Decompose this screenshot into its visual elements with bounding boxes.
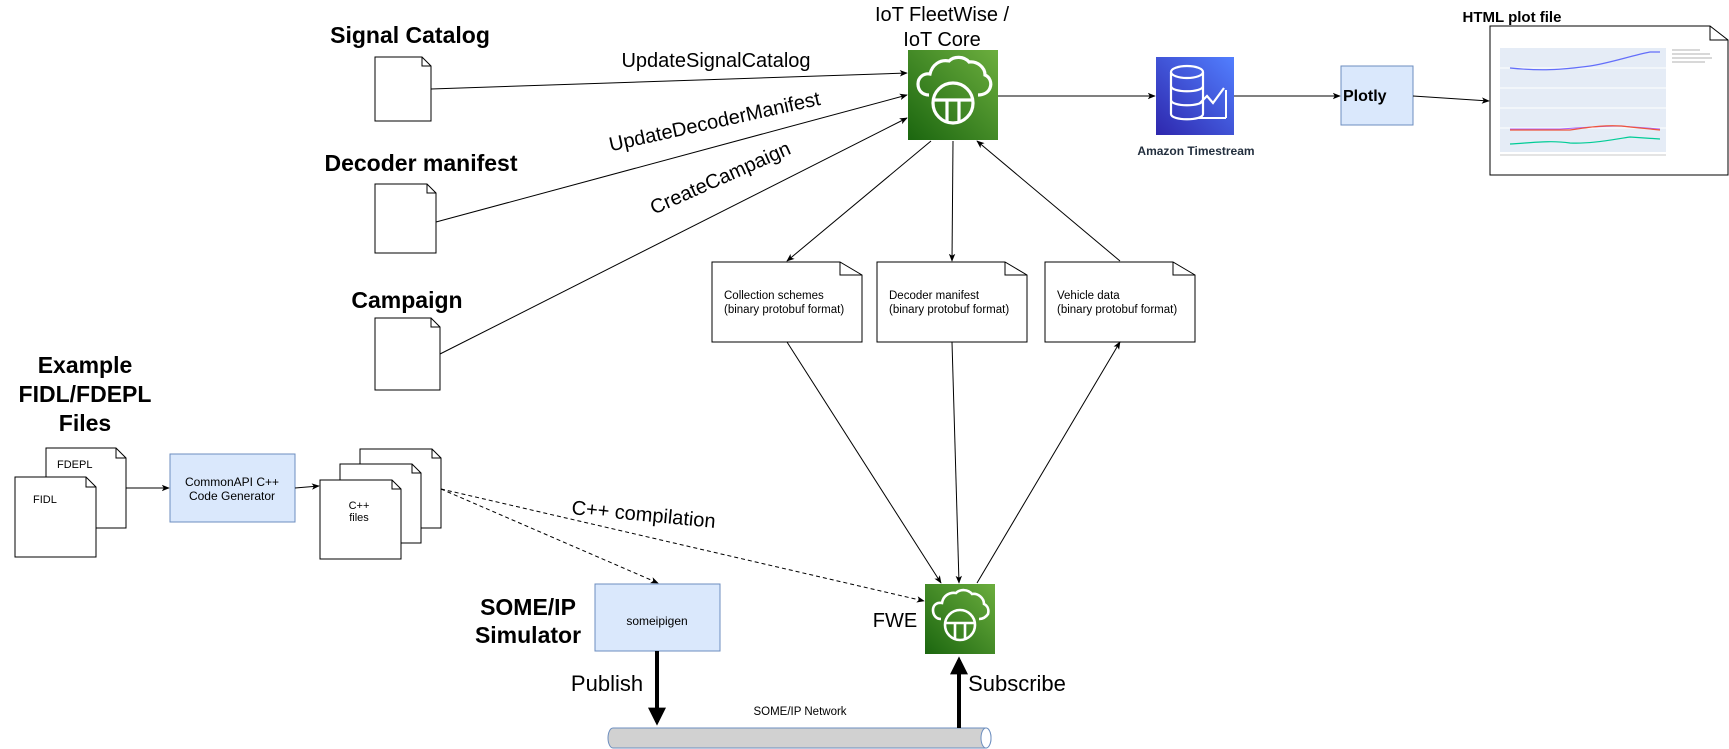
timestream-label: Amazon Timestream xyxy=(1137,144,1254,158)
cpp-file-front xyxy=(319,479,402,560)
edge-decoder-doc-to-fwe xyxy=(951,341,962,584)
doc-fold xyxy=(421,57,431,67)
fidl-label: FIDL xyxy=(33,494,57,506)
doc-fold xyxy=(430,318,440,328)
iot-fleetwise-icon xyxy=(908,50,998,140)
edge-update-decoder-manifest xyxy=(435,93,908,223)
collection-schemes-label-l1: Collection schemes xyxy=(724,290,824,302)
vehicle-data-label-l2: (binary protobuf format) xyxy=(1057,304,1177,316)
html-plot-file-document xyxy=(1489,25,1729,176)
doc-fold xyxy=(115,448,126,459)
codegen-label-l1: CommonAPI C++ xyxy=(185,475,279,489)
edge-vehicle-data-to-iot xyxy=(976,140,1121,262)
subscribe-label: Subscribe xyxy=(968,671,1066,696)
edge-update-signal-catalog xyxy=(430,70,908,90)
decoder-manifest-document xyxy=(374,183,437,254)
cpp-compilation-label: C++ compilation xyxy=(571,497,717,533)
decoder-manifest-title: Decoder manifest xyxy=(324,150,517,176)
html-plot-file-title: HTML plot file xyxy=(1463,9,1562,26)
update-signal-catalog-label: UpdateSignalCatalog xyxy=(621,50,810,72)
edge-plotly-to-html xyxy=(1412,95,1490,104)
edge-iot-to-decoder-doc xyxy=(948,140,956,262)
someipigen-box xyxy=(594,583,721,652)
someip-simulator-title-l1: SOME/IP xyxy=(480,594,576,620)
plotly-label: Plotly xyxy=(1343,88,1387,105)
signal-catalog-title: Signal Catalog xyxy=(330,22,490,48)
iot-core-title-l1: IoT FleetWise / xyxy=(875,4,1010,26)
decoder-manifest-protobuf-document xyxy=(876,261,1028,343)
someip-simulator-title-l2: Simulator xyxy=(475,622,581,648)
decoder-doc-label-l1: Decoder manifest xyxy=(889,290,980,302)
example-files-title-l3: Files xyxy=(59,410,111,436)
fidl-document xyxy=(14,476,97,558)
doc-fold xyxy=(1004,262,1027,276)
codegen-label-l2: Code Generator xyxy=(189,489,275,503)
timestream-database-icon xyxy=(1156,57,1234,135)
edge-cpp-to-someipigen xyxy=(440,488,659,584)
collection-schemes-document xyxy=(711,261,863,343)
doc-fold xyxy=(1172,262,1195,276)
cpp-files-label-l1: C++ xyxy=(349,500,370,512)
doc-fold xyxy=(85,477,96,488)
plotly-box xyxy=(1340,65,1414,126)
edge-codegen-to-cpp xyxy=(294,483,320,490)
iot-core-title-l2: IoT Core xyxy=(903,29,980,51)
create-campaign-label: CreateCampaign xyxy=(647,138,794,220)
vehicle-data-document xyxy=(1044,261,1196,343)
campaign-document xyxy=(374,317,441,391)
collection-schemes-label-l2: (binary protobuf format) xyxy=(724,304,844,316)
example-files-title-l1: Example xyxy=(38,352,133,378)
fdepl-label: FDEPL xyxy=(57,459,92,471)
example-files-title-l2: FIDL/FDEPL xyxy=(19,381,152,407)
fwe-fleetwise-icon xyxy=(925,584,995,654)
someip-network-pipe xyxy=(607,727,992,749)
edge-create-campaign xyxy=(439,117,908,355)
decoder-doc-label-l2: (binary protobuf format) xyxy=(889,304,1009,316)
doc-fold xyxy=(839,262,862,276)
doc-fold xyxy=(411,464,421,474)
cpp-files-label-l2: files xyxy=(349,512,369,524)
doc-fold xyxy=(431,449,441,459)
campaign-title: Campaign xyxy=(351,287,462,313)
publish-label: Publish xyxy=(571,671,643,696)
doc-fold xyxy=(426,184,436,194)
someip-network-label: SOME/IP Network xyxy=(753,706,846,718)
edge-collection-schemes-to-fwe xyxy=(786,341,942,584)
vehicle-data-label-l1: Vehicle data xyxy=(1057,290,1120,302)
edge-fwe-to-vehicle-data xyxy=(976,341,1121,584)
doc-fold xyxy=(391,480,401,490)
fwe-label: FWE xyxy=(873,610,917,632)
someipigen-label: someipigen xyxy=(626,614,687,628)
update-decoder-manifest-label: UpdateDecoderManifest xyxy=(607,88,823,156)
edge-cpp-compilation xyxy=(440,488,925,603)
signal-catalog-document xyxy=(374,56,432,122)
edge-iot-to-collection-schemes xyxy=(786,140,932,262)
